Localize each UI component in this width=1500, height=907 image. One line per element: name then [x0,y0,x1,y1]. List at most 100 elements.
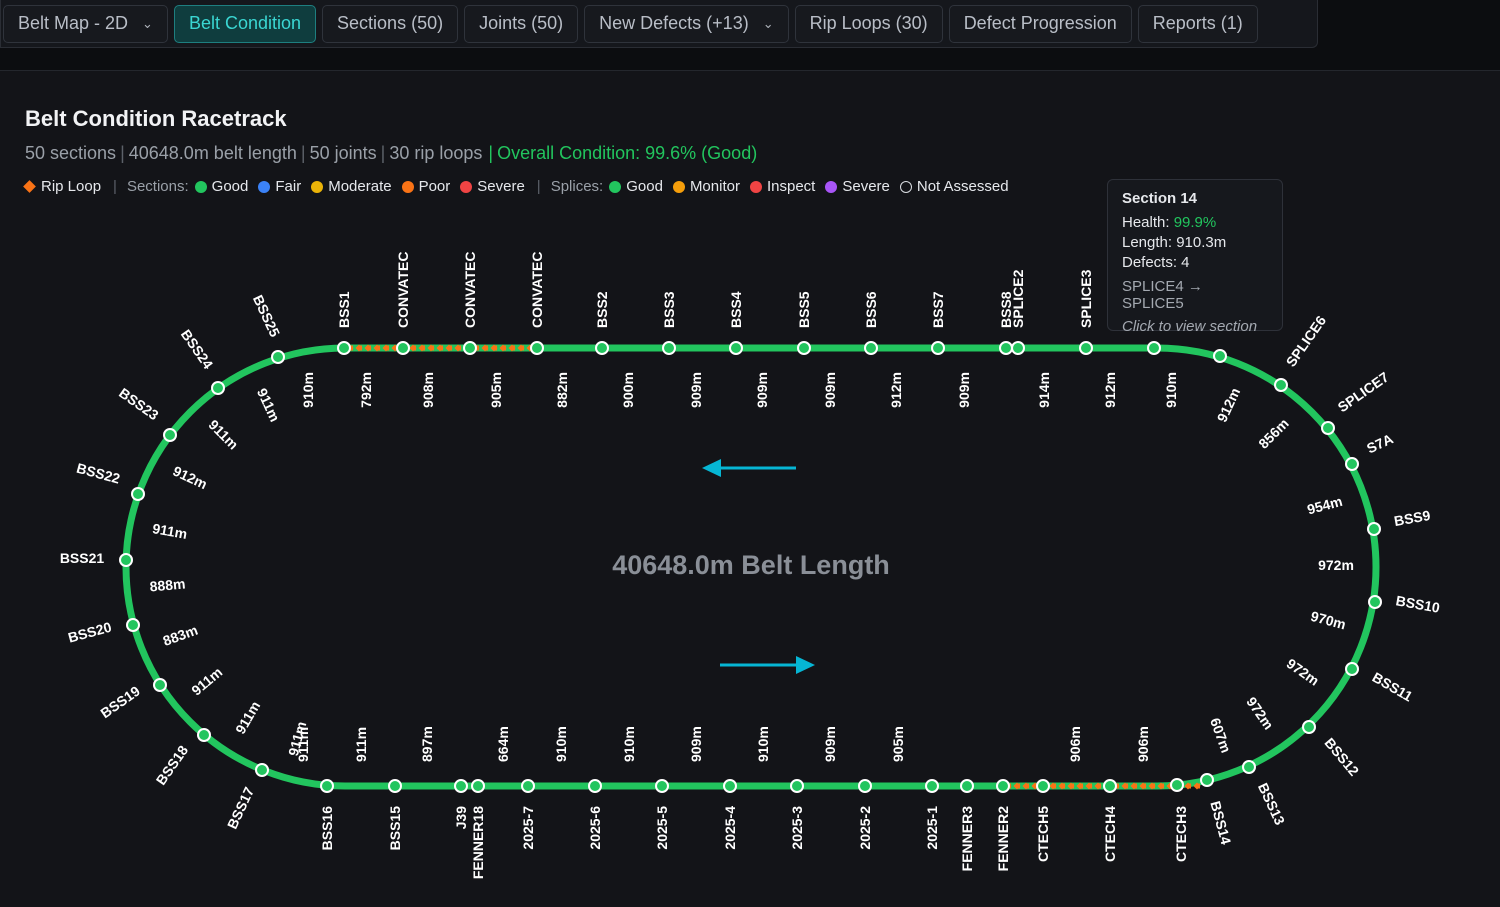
splice-node[interactable] [1147,341,1161,355]
splice-node[interactable] [1036,779,1050,793]
splice-label: BSS12 [1321,735,1362,779]
rip-loop-marker[interactable] [436,344,444,352]
tab-reports-1[interactable]: Reports (1) [1137,4,1258,43]
rip-loop-marker[interactable] [508,344,516,352]
legend-section-poor: Poor [401,178,450,195]
status-dot-icon [749,180,762,193]
rip-loop-marker[interactable] [373,344,381,352]
splice-node[interactable] [388,779,402,793]
splice-label: BSS7 [930,291,946,328]
splice-node[interactable] [211,381,225,395]
splice-node[interactable] [197,728,211,742]
tab-rip-loops-30[interactable]: Rip Loops (30) [794,4,943,43]
splice-node[interactable] [337,341,351,355]
splice-node[interactable] [1242,760,1256,774]
rip-loop-marker[interactable] [454,344,462,352]
rip-loop-marker[interactable] [364,344,372,352]
tooltip-hint[interactable]: Click to view section [1122,318,1258,335]
rip-loop-marker[interactable] [481,344,489,352]
length-label: 882m [554,372,570,408]
splice-node[interactable] [790,779,804,793]
splice-node[interactable] [126,618,140,632]
rip-loop-marker[interactable] [409,344,417,352]
splice-node[interactable] [1321,421,1335,435]
splice-label: CONVATEC [395,252,411,328]
stat-rip-loops: 30 rip loops [389,143,483,163]
tab-belt-map-2d[interactable]: Belt Map - 2D⌄ [3,4,168,43]
section-tooltip[interactable]: Section 14 Health: 99.9% Length: 910.3m … [1107,179,1283,335]
splice-node[interactable] [729,341,743,355]
splice-node[interactable] [797,341,811,355]
splice-node[interactable] [595,341,609,355]
splice-node[interactable] [119,553,133,567]
status-dot-icon [825,180,838,193]
rip-loop-marker[interactable] [517,344,525,352]
splice-node[interactable] [1345,457,1359,471]
tab-sections-50[interactable]: Sections (50) [322,4,459,43]
splice-node[interactable] [396,341,410,355]
splice-node[interactable] [1079,341,1093,355]
splice-node[interactable] [463,341,477,355]
status-dot-icon [460,180,473,193]
splice-node[interactable] [1368,595,1382,609]
splice-node[interactable] [662,341,676,355]
splice-label: BSS4 [728,291,744,328]
splice-node[interactable] [1103,779,1117,793]
splice-label: CONVATEC [529,252,545,328]
splice-node[interactable] [530,341,544,355]
splice-node[interactable] [1200,773,1214,787]
splice-node[interactable] [471,779,485,793]
splice-node[interactable] [320,779,334,793]
length-label: 909m [822,726,838,762]
tab-joints-50[interactable]: Joints (50) [464,4,579,43]
splice-node[interactable] [1274,378,1288,392]
rip-loop-marker[interactable] [499,344,507,352]
rip-loop-marker[interactable] [1013,782,1021,790]
splice-label: BSS25 [250,292,283,339]
status-dot-icon [311,180,324,193]
splice-label: BSS1 [336,291,352,328]
splice-node[interactable] [996,779,1010,793]
rip-loop-marker[interactable] [382,344,390,352]
splice-node[interactable] [858,779,872,793]
splice-node[interactable] [960,779,974,793]
tab-belt-condition[interactable]: Belt Condition [173,4,317,43]
splice-node[interactable] [521,779,535,793]
splice-node[interactable] [655,779,669,793]
rip-loop-marker[interactable] [490,344,498,352]
belt-track[interactable] [122,344,1380,790]
splice-node[interactable] [1302,720,1316,734]
splice-node[interactable] [131,487,145,501]
splice-node[interactable] [153,678,167,692]
tab-new-defects-13[interactable]: New Defects (+13)⌄ [584,4,789,43]
length-label: 912m [1214,385,1244,424]
splice-node[interactable] [931,341,945,355]
splice-node[interactable] [271,350,285,364]
splice-node[interactable] [588,779,602,793]
rip-loop-marker[interactable] [355,344,363,352]
splice-node[interactable] [723,779,737,793]
status-dot-icon [672,180,685,193]
splice-node[interactable] [1170,778,1184,792]
splice-node[interactable] [925,779,939,793]
length-label: 607m [1207,716,1234,755]
splice-label: 2025-5 [654,806,670,850]
rip-loop-marker[interactable] [427,344,435,352]
length-label: 910m [553,726,569,762]
splice-node[interactable] [999,341,1013,355]
splice-node[interactable] [1213,349,1227,363]
tab-defect-progression[interactable]: Defect Progression [948,4,1132,43]
splice-node[interactable] [454,779,468,793]
splice-node[interactable] [864,341,878,355]
length-label: 909m [754,372,770,408]
status-dot-icon [899,180,912,193]
splice-node[interactable] [163,428,177,442]
splice-node[interactable] [255,763,269,777]
splice-node[interactable] [1367,522,1381,536]
splice-node[interactable] [1011,341,1025,355]
splice-node[interactable] [1345,662,1359,676]
length-label: 912m [888,372,904,408]
rip-loop-marker[interactable] [445,344,453,352]
rip-loop-marker[interactable] [418,344,426,352]
